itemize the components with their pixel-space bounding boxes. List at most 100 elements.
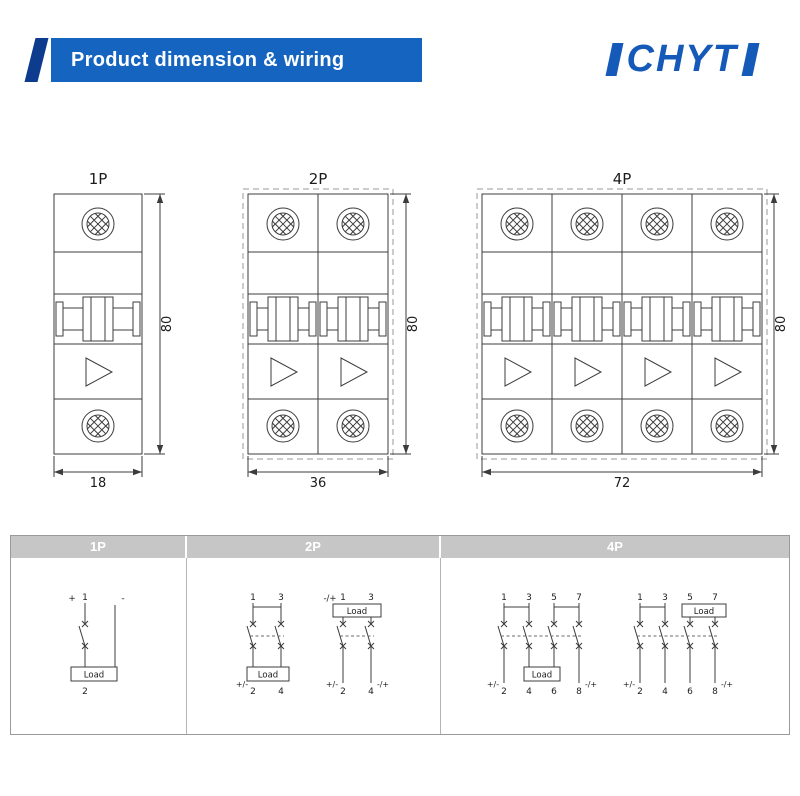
screw-terminal-icon [710,409,744,443]
terminal-number: 2 [637,687,643,697]
triangle-marker-icon [340,357,369,387]
height-dimension-label: 80 [406,316,421,333]
wiring-header-1p: 1P [11,536,187,558]
terminal-number: 1 [637,593,643,603]
polarity-label: +/- [487,680,499,689]
brand-logo: CHYT [605,38,760,80]
toggle-switch [337,296,369,342]
terminal-number: 8 [576,687,582,697]
terminal-number: 6 [687,687,693,697]
load-label: Load [346,607,366,617]
terminal-number: 4 [662,687,668,697]
terminal-number: 2 [501,687,507,697]
logo-text: CHYT [626,38,738,80]
title-banner: Product dimension & wiring [24,38,422,82]
toggle-switch [82,296,114,342]
screw-terminal-icon [570,207,604,241]
breaker-pole-module [247,193,319,455]
banner-background: Product dimension & wiring [51,38,422,82]
terminal-number: 3 [526,593,532,603]
toggle-switch [267,296,299,342]
dimension-arrow-icon [156,445,164,454]
breaker-pole-module [621,193,693,455]
terminal-number: 4 [368,687,374,697]
terminal-number: 7 [712,593,718,603]
terminal-number: 2 [82,687,88,697]
wiring-header-2p: 2P [187,536,441,558]
breaker-pole-module [691,193,763,455]
dimension-arrow-icon [753,468,762,476]
screw-terminal-icon [640,409,674,443]
load-box [70,666,117,682]
dimension-arrow-icon [770,194,778,203]
screw-terminal-icon [266,207,300,241]
pole-count-label: 1P [89,170,108,188]
load-box [246,666,289,682]
polarity-label: +/- [325,680,337,689]
load-label: Load [532,671,552,681]
dimension-arrow-icon [379,468,388,476]
dimension-arrow-icon [133,468,142,476]
dimension-arrow-icon [156,194,164,203]
page-title: Product dimension & wiring [71,49,345,71]
height-dimension-label: 80 [160,316,175,333]
toggle-switch [711,296,743,342]
pole-count-label: 4P [613,170,632,188]
polarity-label: -/+ [585,680,597,689]
terminal-number: 6 [551,687,557,697]
logo-right-bar-icon [741,42,760,76]
dimension-arrow-icon [54,468,63,476]
height-dimension-label: 80 [774,316,789,333]
breaker-pole-module [317,193,389,455]
triangle-marker-icon [574,357,603,387]
terminal-number: 1 [501,593,507,603]
terminal-number: 2 [250,687,256,697]
toggle-switch [641,296,673,342]
logo-left-bar-icon [605,42,624,76]
polarity-label: +/- [623,680,635,689]
load-box [332,603,381,618]
terminal-number: 7 [576,593,582,603]
load-label: Load [83,671,103,681]
terminal-number: 5 [687,593,693,603]
terminal-number: 3 [368,593,374,603]
terminal-number: 8 [712,687,718,697]
load-label: Load [694,607,714,617]
screw-terminal-icon [336,409,370,443]
dimension-arrow-icon [402,194,410,203]
screw-terminal-icon [81,207,115,241]
breaker-drawing-4p: 4P 80 72 [476,170,789,491]
terminal-number: 5 [551,593,557,603]
terminal-number: 1 [340,593,346,603]
screw-terminal-icon [640,207,674,241]
breaker-diagram-4p: 4P 80 72 [474,168,800,505]
dimension-arrow-icon [248,468,257,476]
load-box [681,603,727,618]
pole-count-label: 2P [309,170,328,188]
triangle-marker-icon [85,357,114,387]
terminal-number: 3 [278,593,284,603]
screw-terminal-icon [500,207,534,241]
triangle-marker-icon [714,357,743,387]
polarity-label: + [68,594,75,604]
polarity-label: -/+ [323,594,336,604]
triangle-marker-icon [644,357,673,387]
width-dimension-label: 72 [614,476,631,491]
banner-accent-stripe-icon [24,38,49,82]
wiring-header-4p: 4P [441,536,789,558]
polarity-label: -/+ [376,680,388,689]
terminal-number: 2 [340,687,346,697]
breaker-pole-module [551,193,623,455]
terminal-number: 1 [250,593,256,603]
screw-terminal-icon [570,409,604,443]
